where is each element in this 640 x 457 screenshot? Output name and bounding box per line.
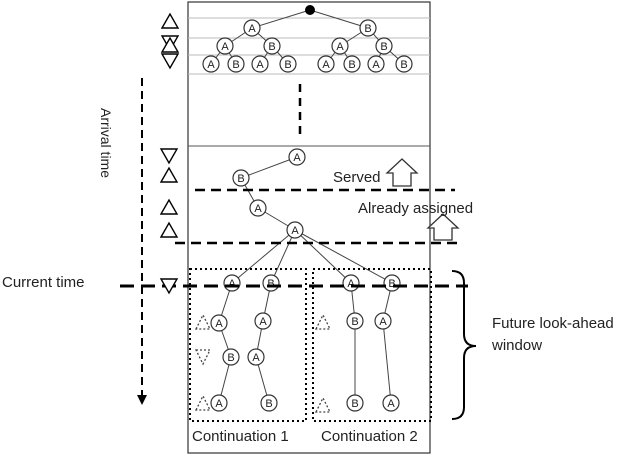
svg-text:B: B [364,23,371,35]
triangle-down-icon [159,278,179,295]
triangle-up-icon [159,166,179,183]
svg-text:B: B [237,173,244,185]
triangle-down-icon [160,53,180,70]
tree-node-a: A [331,37,349,55]
tree-node-a: A [342,274,360,292]
svg-text:A: A [228,278,236,290]
svg-text:B: B [227,352,234,364]
svg-text:A: A [248,23,256,35]
triangle-down-icon [159,148,179,165]
triangle-up-icon [159,221,179,238]
svg-text:B: B [267,278,274,290]
arrival-markers-middle [159,148,179,238]
arrival-markers-top [160,12,180,70]
triangle-up-dotted-icon [314,313,332,330]
svg-text:A: A [322,59,330,71]
continuation-1-box [189,268,307,422]
hollow-up-arrow-icon [385,158,419,187]
future-arrival-markers [194,313,332,413]
tree-node-a: A [288,148,306,166]
tree-node-b: B [262,274,280,292]
tree-node-a: A [223,274,241,292]
tree-node-b: B [260,394,278,412]
svg-text:A: A [215,318,223,330]
svg-text:A: A [252,352,260,364]
svg-text:A: A [254,203,262,215]
triangle-up-dotted-icon [194,394,212,411]
tree-node-b: B [343,55,361,73]
tree-node-a: A [243,19,261,37]
tree-node-a: A [367,55,385,73]
arrival-time-label: Arrival time [98,108,114,178]
tree-node-a: A [202,55,220,73]
triangle-up-icon [160,12,180,29]
continuation-2-label: Continuation 2 [321,428,418,445]
root-node [305,5,315,15]
tree-node-b: B [395,55,413,73]
triangle-up-dotted-icon [194,313,212,330]
svg-text:B: B [268,41,275,53]
svg-text:A: A [379,316,387,328]
tree-node-b: B [383,274,401,292]
triangle-up-icon [159,198,179,215]
svg-text:A: A [372,59,380,71]
tree-node-b: B [263,37,281,55]
svg-text:A: A [347,278,355,290]
tree-node-b: B [227,55,245,73]
svg-text:A: A [221,41,229,53]
svg-text:B: B [380,41,387,53]
continuation-1-label: Continuation 1 [192,428,289,445]
hollow-up-arrow-icon [426,213,460,241]
tree-frame [187,1,431,454]
tree-node-b: B [279,55,297,73]
tree-node-a: A [216,37,234,55]
tree-node-a: A [382,394,400,412]
svg-text:A: A [291,225,299,237]
arrow-down-icon [137,395,147,405]
top-level-lines [188,17,430,75]
svg-text:B: B [348,59,355,71]
future-window-label-line1: Future look-ahead [492,315,614,332]
tree-node-a: A [251,55,269,73]
svg-text:B: B [400,59,407,71]
triangle-up-dotted-icon [314,396,332,413]
served-label: Served [333,169,381,186]
svg-text:A: A [387,398,395,410]
tree-node-b: B [346,394,364,412]
svg-text:A: A [215,398,223,410]
tree-node-a: A [249,199,267,217]
tree-node-a: A [247,348,265,366]
tree-node-a: A [286,221,304,239]
future-window-brace [451,270,477,420]
triangle-up-icon [160,36,180,53]
svg-text:A: A [256,59,264,71]
tree-node-a: A [374,312,392,330]
svg-text:A: A [259,316,267,328]
svg-text:B: B [351,316,358,328]
svg-text:B: B [388,278,395,290]
tree-node-b: B [359,19,377,37]
tree-node-a: A [210,314,228,332]
svg-text:B: B [265,398,272,410]
triangle-down-dotted-icon [194,349,212,366]
tree-node-b: B [232,169,250,187]
svg-text:A: A [293,152,301,164]
already-assigned-label: Already assigned [358,200,473,217]
svg-text:A: A [207,59,215,71]
tree-node-b: B [346,312,364,330]
tree-node-a: A [317,55,335,73]
future-window-label-line2: window [491,337,542,354]
continuation-2-box [312,268,432,422]
tree-node-b: B [375,37,393,55]
svg-text:B: B [284,59,291,71]
tree-node-a: A [210,394,228,412]
svg-text:B: B [351,398,358,410]
svg-text:B: B [232,59,239,71]
tree-node-b: B [222,348,240,366]
current-time-label: Current time [2,274,85,291]
svg-text:A: A [336,41,344,53]
tree-node-a: A [254,312,272,330]
